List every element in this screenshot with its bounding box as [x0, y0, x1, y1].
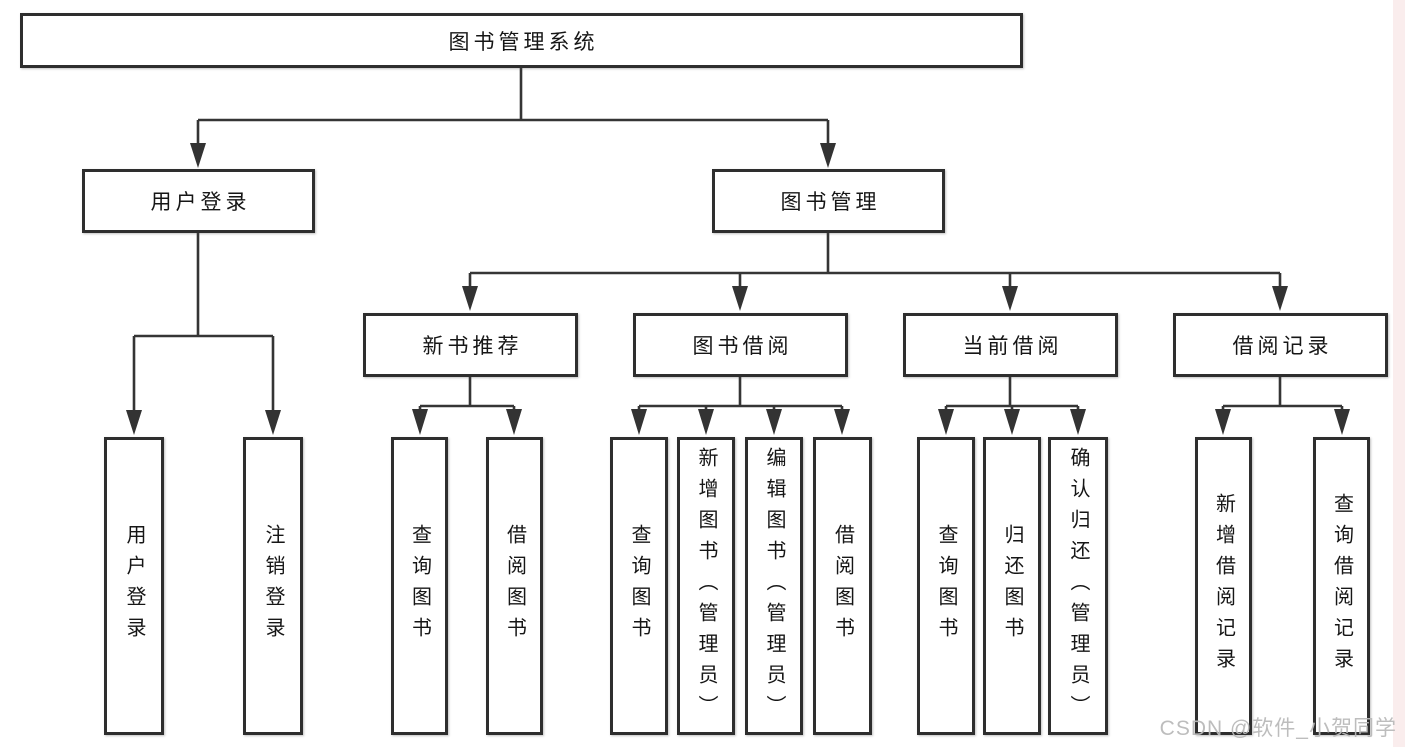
node-bb-query-book: 查询图书 [610, 437, 668, 735]
node-bb-borrow-book: 借阅图书 [813, 437, 872, 735]
edge-bookmgmt-arrowheads [462, 286, 1288, 311]
node-book-borrow-label: 图书借阅 [692, 335, 793, 358]
node-borrow-record-label: 借阅记录 [1232, 335, 1333, 358]
node-new-book-recommend: 新书推荐 [363, 313, 578, 377]
node-logout: 注销登录 [243, 437, 303, 735]
node-current-borrow-label: 当前借阅 [962, 335, 1063, 358]
node-new-book-recommend-label: 新书推荐 [422, 335, 523, 358]
edge-bookmgmt-to-level3 [468, 233, 1282, 289]
edge-newbook-arrowheads [412, 409, 522, 435]
edge-bookborrow-arrowheads [631, 409, 850, 435]
node-cb-return-book-label: 归还图书 [1001, 524, 1023, 648]
edge-bookborrow-to-children [637, 377, 844, 412]
node-br-add-record: 新增借阅记录 [1195, 437, 1252, 735]
node-library-system-label: 图书管理系统 [448, 30, 599, 54]
node-login: 用户登录 [104, 437, 164, 735]
edge-newbook-to-children [418, 377, 516, 412]
node-cb-query-book-label: 查询图书 [935, 524, 957, 648]
node-nbr-query-book-label: 查询图书 [408, 524, 431, 648]
node-nbr-query-book: 查询图书 [391, 437, 448, 735]
node-bb-borrow-book-label: 借阅图书 [831, 524, 854, 648]
node-bb-add-book: 新增图书（管理员） [677, 437, 735, 735]
edge-userlogin-to-children [132, 233, 275, 412]
edge-borrowrecord-to-children [1221, 377, 1344, 412]
node-login-label: 用户登录 [123, 524, 145, 648]
node-user-login-label: 用户登录 [150, 191, 251, 214]
node-bb-edit-book-label: 编辑图书（管理员） [763, 446, 785, 726]
csdn-watermark: CSDN @软件_小贺同学 [1159, 717, 1397, 740]
edge-root-arrowheads [190, 143, 836, 168]
node-br-query-record: 查询借阅记录 [1313, 437, 1370, 735]
node-bb-query-book-label: 查询图书 [628, 524, 650, 648]
node-cb-return-book: 归还图书 [983, 437, 1041, 735]
node-cb-confirm-return: 确认归还（管理员） [1048, 437, 1108, 735]
node-book-management-label: 图书管理 [780, 191, 881, 214]
node-br-query-record-label: 查询借阅记录 [1330, 493, 1353, 679]
node-nbr-borrow-book-label: 借阅图书 [503, 524, 526, 648]
edge-borrowrecord-arrowheads [1215, 409, 1350, 435]
page-edge-strip [1393, 0, 1405, 747]
edge-currentborrow-to-children [944, 377, 1080, 412]
node-br-add-record-label: 新增借阅记录 [1212, 493, 1235, 679]
node-cb-query-book: 查询图书 [917, 437, 975, 735]
node-bb-edit-book: 编辑图书（管理员） [745, 437, 803, 735]
edge-currentborrow-arrowheads [938, 409, 1086, 435]
node-user-login: 用户登录 [82, 169, 315, 233]
node-current-borrow: 当前借阅 [903, 313, 1118, 377]
node-nbr-borrow-book: 借阅图书 [486, 437, 543, 735]
edge-userlogin-arrowheads [126, 410, 281, 435]
node-borrow-record: 借阅记录 [1173, 313, 1388, 377]
edge-root-to-level2 [196, 68, 830, 146]
node-logout-label: 注销登录 [262, 524, 284, 648]
node-bb-add-book-label: 新增图书（管理员） [695, 446, 717, 726]
node-library-system: 图书管理系统 [20, 13, 1023, 68]
node-book-management: 图书管理 [712, 169, 945, 233]
node-cb-confirm-return-label: 确认归还（管理员） [1067, 446, 1089, 726]
node-book-borrow: 图书借阅 [633, 313, 848, 377]
